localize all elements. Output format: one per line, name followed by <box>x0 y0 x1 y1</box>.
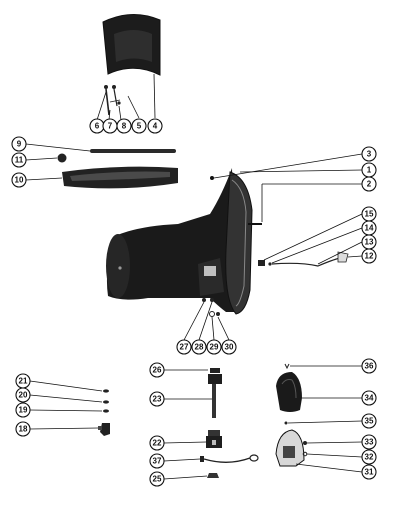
callout-15: 15 <box>361 206 377 222</box>
callout-2-label: 2 <box>367 180 372 189</box>
small-plug-part <box>210 176 214 180</box>
callout-8-label: 8 <box>122 122 127 131</box>
callout-20-label: 20 <box>19 391 28 400</box>
callout-11: 11 <box>11 152 27 168</box>
callout-36: 36 <box>361 358 377 374</box>
switch-part <box>206 430 222 448</box>
tiny-washer-part <box>284 421 288 425</box>
long-bolt-part <box>208 368 222 418</box>
callout-3-label: 3 <box>367 150 372 159</box>
callout-7: 7 <box>102 118 118 134</box>
callout-25: 25 <box>149 471 165 487</box>
curved-cover-inner <box>114 30 152 62</box>
callout-36-label: 36 <box>365 362 374 371</box>
tapered-tube-highlight <box>70 171 170 181</box>
callout-35: 35 <box>361 413 377 429</box>
bracket-part <box>275 429 308 467</box>
callout-28-label: 28 <box>195 343 204 352</box>
callout-18-label: 18 <box>19 425 28 434</box>
callout-29-label: 29 <box>210 343 219 352</box>
callout-14: 14 <box>361 220 377 236</box>
callout-4-label: 4 <box>153 122 158 131</box>
callout-3: 3 <box>361 146 377 162</box>
callout-labels: 6 7 8 5 4 9 11 10 3 1 2 15 14 13 12 27 2… <box>11 118 377 487</box>
callout-2: 2 <box>361 176 377 192</box>
callout-35-label: 35 <box>365 417 374 426</box>
callout-28: 28 <box>191 339 207 355</box>
callout-12: 12 <box>361 248 377 264</box>
callout-23-label: 23 <box>153 395 162 404</box>
rear-cover-part <box>276 372 302 412</box>
callout-5-label: 5 <box>137 122 142 131</box>
callout-4: 4 <box>147 118 163 134</box>
callout-21: 21 <box>15 373 31 389</box>
callout-7-label: 7 <box>108 122 113 131</box>
callout-1: 1 <box>361 162 377 178</box>
callout-23: 23 <box>149 391 165 407</box>
callout-31-label: 31 <box>365 468 374 477</box>
tiny-pin-part <box>284 363 290 370</box>
callout-27: 27 <box>176 339 192 355</box>
callout-26: 26 <box>149 362 165 378</box>
callout-15-label: 15 <box>365 210 374 219</box>
callout-12-label: 12 <box>365 252 374 261</box>
callout-33-label: 33 <box>365 438 374 447</box>
leader-lines <box>25 73 363 480</box>
callout-21-label: 21 <box>19 377 28 386</box>
callout-30-label: 30 <box>225 343 234 352</box>
callout-34-label: 34 <box>365 394 374 403</box>
callout-32: 32 <box>361 449 377 465</box>
callout-27-label: 27 <box>180 343 189 352</box>
screw-set-6-8 <box>104 85 121 116</box>
parts-layer <box>57 14 349 478</box>
callout-25-label: 25 <box>153 475 162 484</box>
wire-lead-part <box>200 454 259 463</box>
callout-14-label: 14 <box>365 224 374 233</box>
cable-assembly-part <box>258 251 349 267</box>
main-housing-part <box>106 168 262 315</box>
callout-1-label: 1 <box>367 166 372 175</box>
callout-20: 20 <box>15 387 31 403</box>
callout-13-label: 13 <box>365 238 374 247</box>
callout-9-label: 9 <box>17 140 22 149</box>
callout-37: 37 <box>149 453 165 469</box>
callout-19: 19 <box>15 402 31 418</box>
callout-8: 8 <box>116 118 132 134</box>
fitting-stack-18-21 <box>98 389 110 436</box>
callout-31: 31 <box>361 464 377 480</box>
callout-6-label: 6 <box>95 122 100 131</box>
long-shaft-part <box>90 149 176 153</box>
callout-18: 18 <box>15 421 31 437</box>
callout-26-label: 26 <box>153 366 162 375</box>
callout-6: 6 <box>89 118 105 134</box>
callout-13: 13 <box>361 234 377 250</box>
small-nut-part <box>207 473 219 478</box>
washer-set-27-30 <box>202 298 220 317</box>
callout-32-label: 32 <box>365 453 374 462</box>
callout-10: 10 <box>11 172 27 188</box>
callout-30: 30 <box>221 339 237 355</box>
callout-22: 22 <box>149 435 165 451</box>
callout-34: 34 <box>361 390 377 406</box>
callout-29: 29 <box>206 339 222 355</box>
callout-22-label: 22 <box>153 439 162 448</box>
callout-5: 5 <box>131 118 147 134</box>
callout-19-label: 19 <box>19 406 28 415</box>
callout-37-label: 37 <box>153 457 162 466</box>
callout-9: 9 <box>11 136 27 152</box>
round-nut-part <box>57 153 67 163</box>
callout-33: 33 <box>361 434 377 450</box>
callout-11-label: 11 <box>15 156 24 165</box>
callout-10-label: 10 <box>15 176 24 185</box>
